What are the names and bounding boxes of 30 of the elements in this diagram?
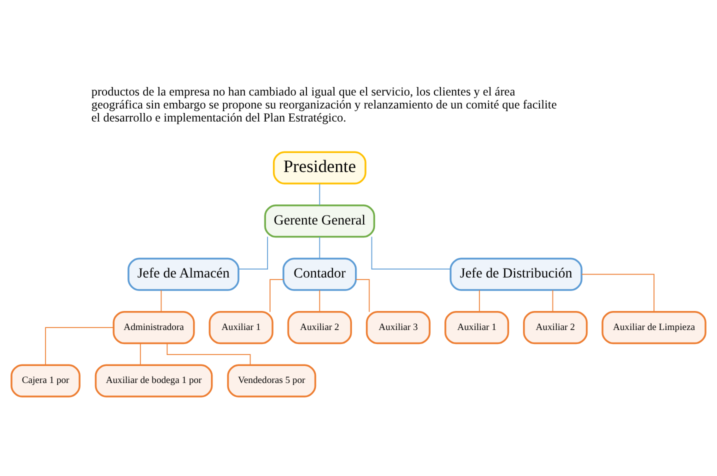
connector [45,326,114,365]
label: productos de la empresa no han cambiado al igual que el servicio, los clientes y el área geográfica sin embargo se propone su reorganización y relanzamiento de un comité que facilite el desarrollo e implementación del Plan Estratégico. [91,84,557,124]
node-box: Auxiliar 1 [208,310,274,344]
connector [166,342,251,365]
connector [319,182,320,206]
connector [160,289,162,312]
node-box: Auxiliar 1 [444,310,510,344]
node-box: Gerente General [264,204,376,238]
node-box: Auxiliar de bodega 1 por [94,364,213,397]
connector [478,289,480,312]
connector [371,236,451,269]
node-box: Auxiliar 2 [287,310,352,344]
node-box: Auxiliar de Limpieza [602,310,706,344]
node-box: Auxiliar 2 [523,310,588,344]
connector [238,236,268,269]
connector [319,289,320,312]
node-box: Cajera 1 por [10,364,80,397]
connector [319,236,320,258]
connector [581,273,654,312]
node-box: Jefe de Distribución [450,257,582,290]
node-box: Administradora [112,310,195,344]
node-box: Jefe de Almacén [128,257,240,290]
connector [140,342,141,365]
connector [356,278,370,312]
connector [270,278,284,312]
node-box: Presidente [272,150,366,184]
connector [552,289,554,312]
node-box: Contador [282,257,357,290]
node-box: Auxiliar 3 [366,310,431,344]
node-box: Vendedoras 5 por [227,364,316,397]
